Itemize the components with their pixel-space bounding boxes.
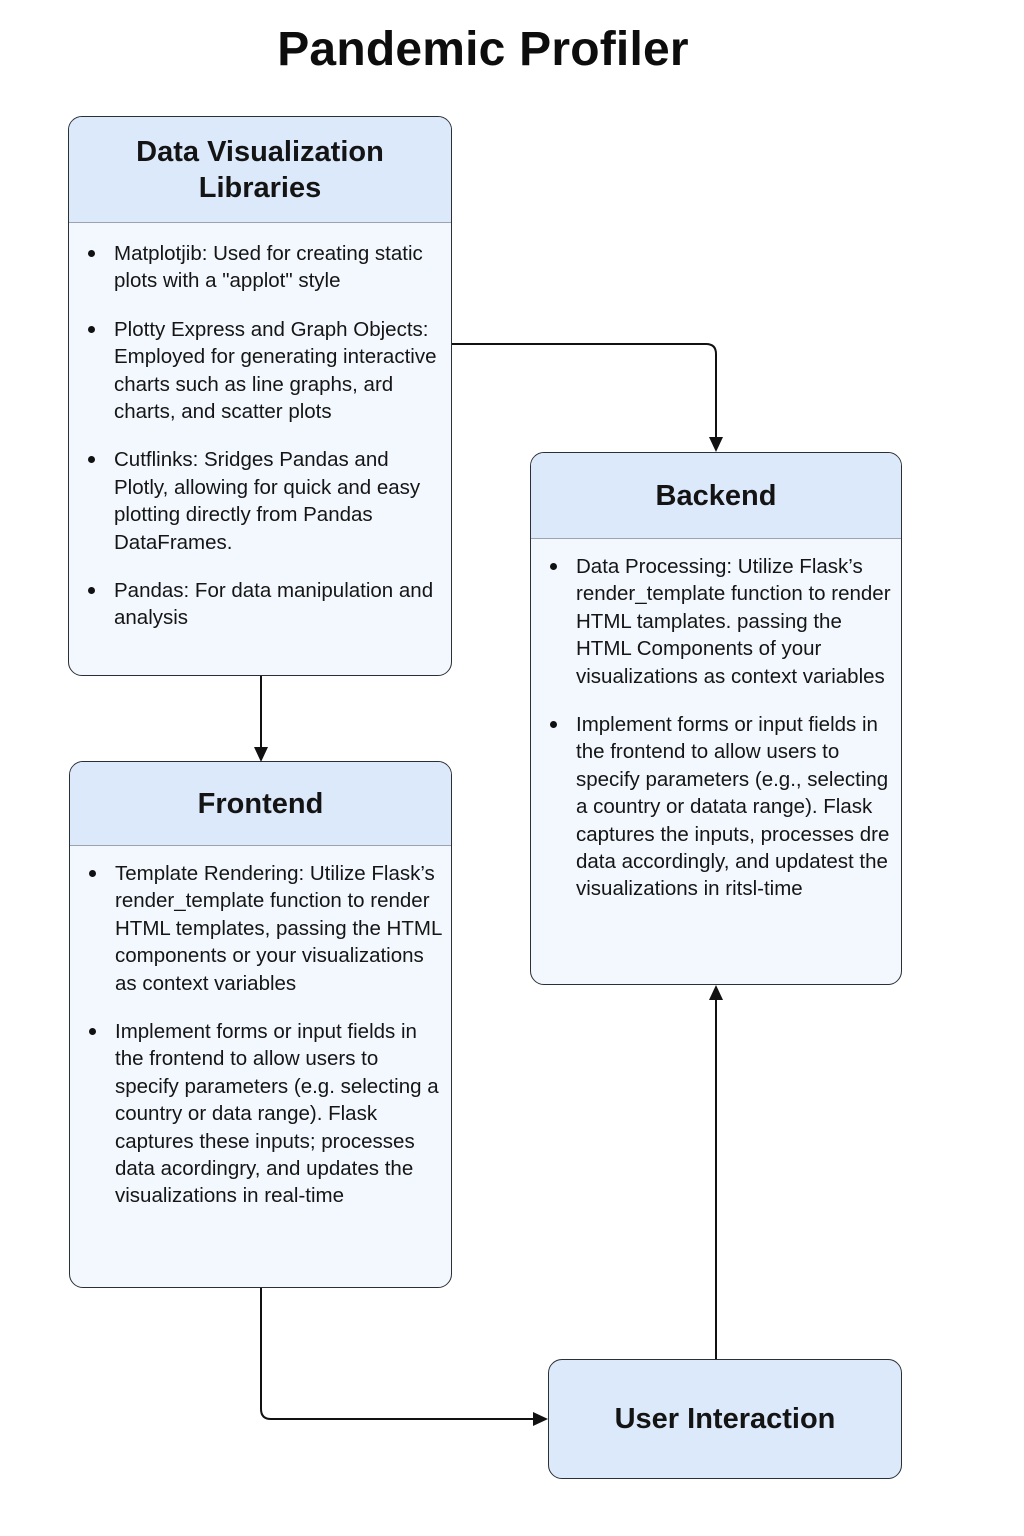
arrow-libraries-to-backend [452, 343, 717, 440]
user-interaction-box: User Interaction [548, 1359, 902, 1479]
arrowhead-user-left [533, 1412, 548, 1426]
libraries-item-matplotlib: Matplotjib: Used for creating static plo… [69, 240, 445, 295]
frontend-header: Frontend [70, 762, 451, 846]
backend-header: Backend [531, 453, 901, 539]
arrowhead-backend-bottom [709, 985, 723, 1000]
user-interaction-label: User Interaction [614, 1402, 836, 1435]
frontend-item-forms: Implement forms or input fields in the f… [70, 1018, 447, 1210]
libraries-header: Data Visualization Libraries [69, 117, 451, 223]
arrow-frontend-to-user [260, 1288, 536, 1420]
libraries-item-pandas: Pandas: For data manipulation and analys… [69, 577, 445, 632]
backend-item-forms: Implement forms or input fields in the f… [531, 711, 891, 903]
libraries-item-cufflinks: Cutflinks: Sridges Pandas and Plotly, al… [69, 446, 445, 556]
backend-list: Data Processing: Utilize Flask’s render_… [531, 539, 901, 903]
libraries-item-plotly: Plotty Express and Graph Objects: Employ… [69, 316, 445, 426]
libraries-list: Matplotjib: Used for creating static plo… [69, 223, 451, 632]
backend-item-data-processing: Data Processing: Utilize Flask’s render_… [531, 553, 891, 690]
page-title: Pandemic Profiler [277, 23, 689, 76]
frontend-item-template-rendering: Template Rendering: Utilize Flask’s rend… [70, 860, 447, 997]
frontend-list: Template Rendering: Utilize Flask’s rend… [70, 846, 451, 1210]
arrowhead-backend-top [709, 437, 723, 452]
backend-box: Backend Data Processing: Utilize Flask’s… [530, 452, 902, 985]
libraries-box: Data Visualization Libraries Matplotjib:… [68, 116, 452, 676]
frontend-box: Frontend Template Rendering: Utilize Fla… [69, 761, 452, 1288]
arrowhead-frontend-top [254, 747, 268, 762]
